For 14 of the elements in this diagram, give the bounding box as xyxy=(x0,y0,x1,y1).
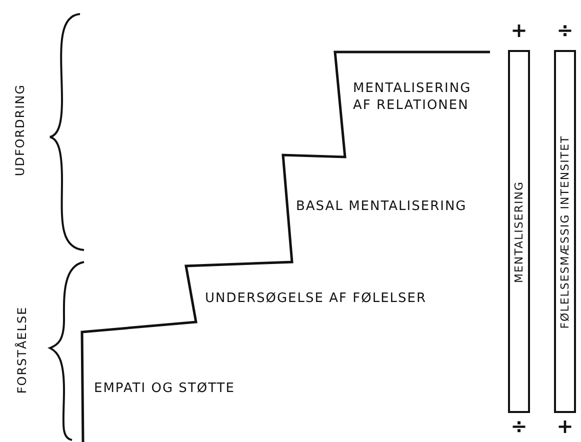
step-label: EMPATI OG STØTTE xyxy=(94,380,236,397)
scale-sign: + xyxy=(510,18,528,42)
scale-sign: ÷ xyxy=(510,414,528,438)
scale-sign: + xyxy=(556,414,574,438)
bar-label: MENTALISERING xyxy=(512,180,526,282)
scale-sign: ÷ xyxy=(556,18,574,42)
scale-bar xyxy=(554,50,576,413)
bar-label: FØLELSESMÆSSIG INTENSITET xyxy=(558,134,572,328)
step-label: MENTALISERING AF RELATIONEN xyxy=(353,80,472,114)
vertical-label: UDFORDRING xyxy=(13,82,28,178)
step-label: UNDERSØGELSE AF FØLELSER xyxy=(205,290,428,307)
scale-bar xyxy=(508,50,530,413)
step-label: BASAL MENTALISERING xyxy=(296,198,468,215)
vertical-label: FORSTÅELSE xyxy=(15,305,30,396)
